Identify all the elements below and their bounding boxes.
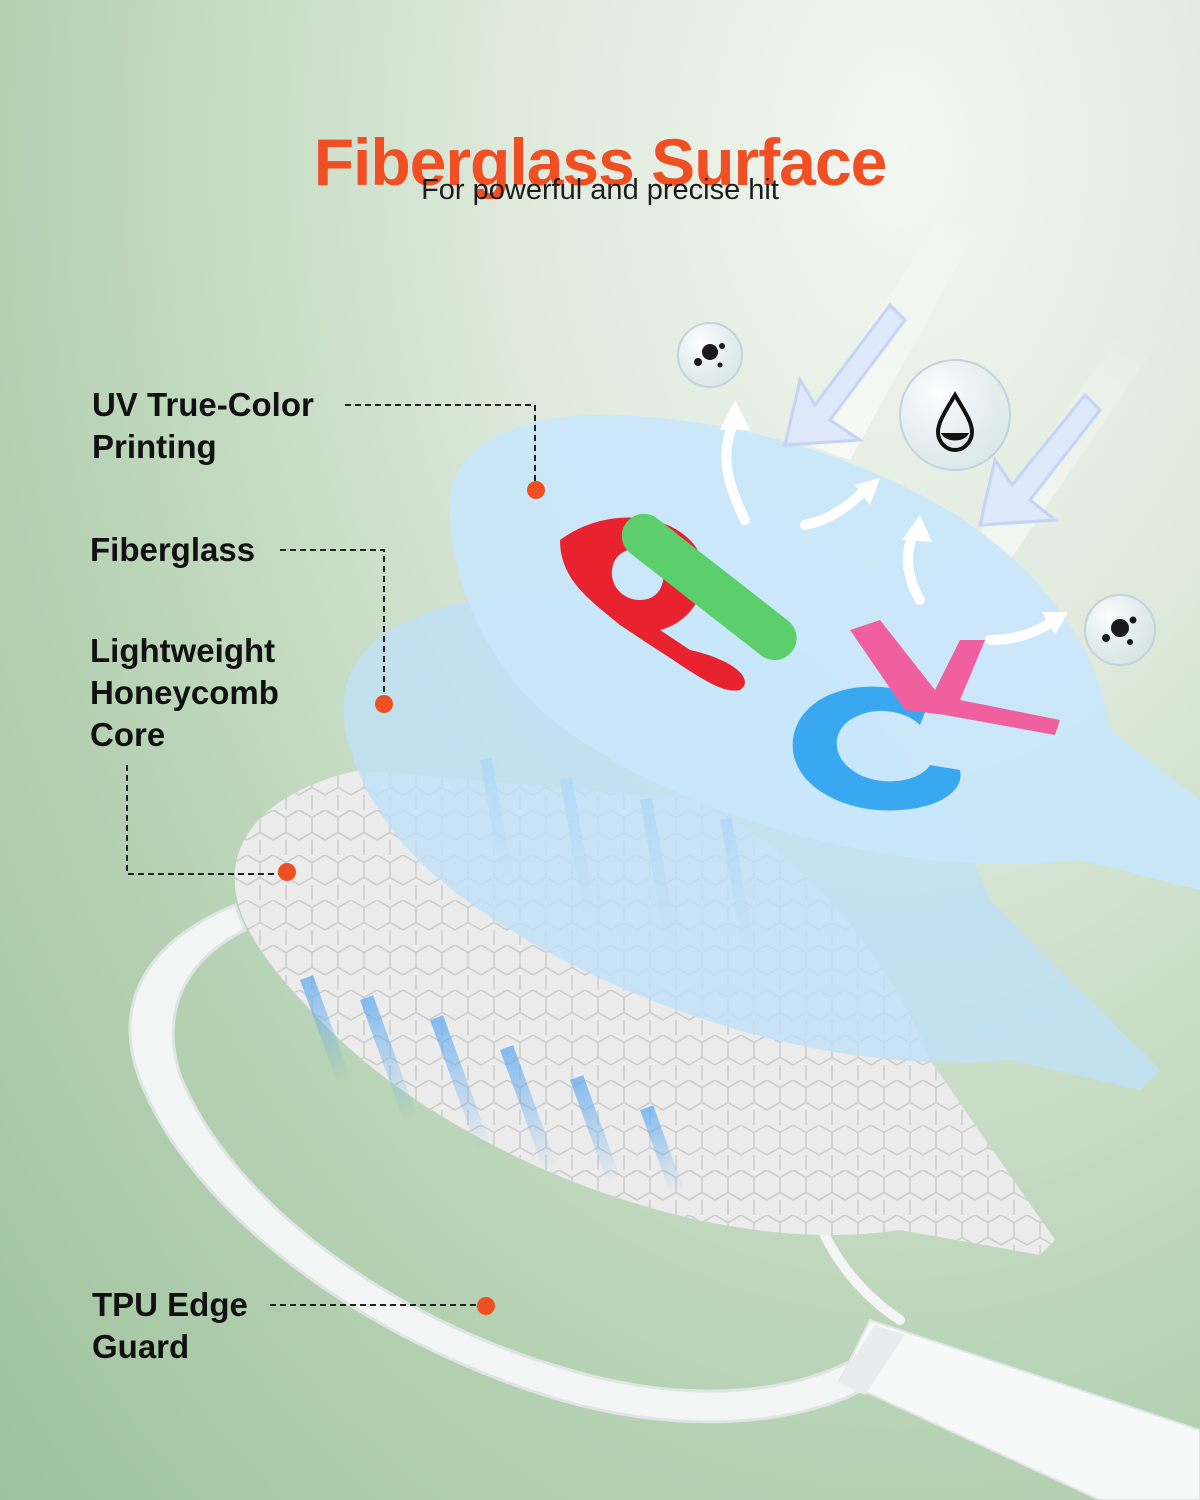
dirt-repellent-icon bbox=[1084, 594, 1156, 666]
callout-honeycomb-core: Lightweight Honeycomb Core bbox=[90, 632, 279, 753]
letter-c bbox=[792, 686, 961, 811]
callout-uv-printing: UV True-Color Printing bbox=[92, 386, 314, 465]
callout-edge-guard: TPU Edge Guard bbox=[92, 1286, 248, 1365]
callout-dot bbox=[477, 1297, 495, 1315]
callout-dot bbox=[527, 481, 545, 499]
callout-leaders bbox=[126, 404, 536, 1306]
paddle-handle bbox=[838, 1318, 1200, 1500]
dirt-repellent-icon bbox=[677, 322, 743, 388]
page-subtitle: For powerful and precise hit bbox=[421, 174, 779, 206]
callout-fiberglass: Fiberglass bbox=[90, 531, 256, 568]
fiberglass-layer bbox=[343, 595, 1160, 1090]
incoming-arrows bbox=[783, 302, 1102, 527]
callout-dot bbox=[375, 695, 393, 713]
pick-letters bbox=[560, 513, 1060, 811]
leader-fiberglass bbox=[280, 549, 385, 703]
leader-uv-printing bbox=[345, 404, 536, 488]
letter-i bbox=[621, 513, 797, 661]
leader-honeycomb-core bbox=[126, 765, 286, 875]
water-repellent-icon bbox=[899, 359, 1011, 471]
callout-dot bbox=[278, 863, 296, 881]
page-title: Fiberglass Surface bbox=[313, 125, 888, 200]
letter-k bbox=[850, 620, 1060, 735]
